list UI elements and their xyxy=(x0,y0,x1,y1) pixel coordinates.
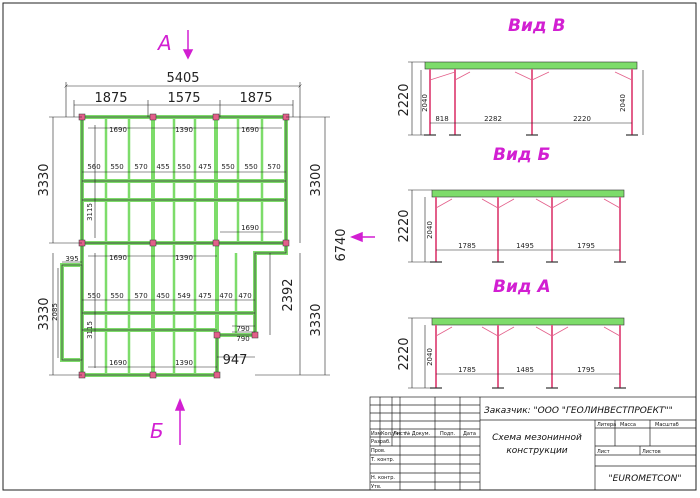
row-spacing: 475 xyxy=(198,292,211,300)
dim-bay-2: 1575 xyxy=(167,91,200,106)
row-spacing: 475 xyxy=(198,163,211,171)
view-b-span-2: 2282 xyxy=(484,115,502,123)
row-spacing: 550 xyxy=(177,163,190,171)
dim-top-sub-2: 1390 xyxy=(175,126,193,134)
row-spacing: 570 xyxy=(134,292,147,300)
row-spacing: 450 xyxy=(156,292,169,300)
view-v-height: 2220 xyxy=(397,209,412,242)
stage-header: Масштаб xyxy=(655,422,679,428)
arrow-bottom-icon xyxy=(174,397,186,445)
row-spacing: 550 xyxy=(110,163,123,171)
row-spacings-top: 560 550 570 455 550 475 550 550 570 xyxy=(87,163,280,171)
dim-overall-width: 5405 xyxy=(166,71,199,86)
dim-left-height: 3330 xyxy=(37,163,52,196)
view-v-span-1: 1785 xyxy=(458,242,476,250)
view-b-inner-right: 2040 xyxy=(619,94,627,112)
view-v: Вид Б 2220 2040 1785 1495 1795 xyxy=(397,145,626,263)
dim-notch-790-a: 790 xyxy=(236,325,249,333)
title-block-headers: Изм Кол.уч Лист № Докум. Подп. Дата Разр… xyxy=(370,422,679,490)
dim-right-3330: 3330 xyxy=(309,303,324,336)
view-b-height: 2220 xyxy=(397,83,412,116)
col-header: Подп. xyxy=(440,431,456,437)
row-label: Разраб. xyxy=(371,439,391,445)
view-b-title: Вид В xyxy=(508,16,565,36)
drawing-title-line2: конструкции xyxy=(506,446,567,456)
dim-left-inner-2: 3115 xyxy=(86,321,94,339)
dim-small-395: 395 xyxy=(65,255,78,263)
view-b-span-3: 2220 xyxy=(573,115,591,123)
row-spacing: 550 xyxy=(244,163,257,171)
row-label: Н. контр. xyxy=(371,475,395,481)
drawing-title-line1: Схема мезонинной xyxy=(492,433,582,443)
sheet-label: Листов xyxy=(642,449,661,455)
view-v-span-3: 1795 xyxy=(577,242,595,250)
col-header: Дата xyxy=(463,431,476,437)
row-label: Пров. xyxy=(371,448,386,454)
view-v-span-2: 1495 xyxy=(516,242,534,250)
col-header: Лист xyxy=(393,431,406,437)
dim-notch-790-b: 790 xyxy=(236,335,249,343)
stage-header: Масса xyxy=(620,422,636,428)
row-spacing: 550 xyxy=(87,292,100,300)
dim-bottom-sub-1: 1690 xyxy=(109,359,127,367)
dim-mid-sub-2: 1390 xyxy=(175,254,193,262)
dim-left-inner-1: 3115 xyxy=(86,203,94,221)
col-header: № Докум. xyxy=(405,431,431,437)
dim-right-6740: 6740 xyxy=(334,228,349,261)
stage-header: Литера xyxy=(597,422,616,428)
row-spacings-bottom: 550 550 570 450 549 475 470 470 xyxy=(87,292,251,300)
arrow-right-icon xyxy=(349,231,375,243)
dim-left-height-2: 3330 xyxy=(37,297,52,330)
view-a: Вид А 2220 2040 1785 1485 1795 xyxy=(397,277,626,389)
title-block xyxy=(369,396,697,491)
dim-top-sub-3: 1690 xyxy=(241,126,259,134)
dim-right-2392: 2392 xyxy=(281,278,296,311)
plan-view: 5405 1875 1575 1875 1690 1390 1690 560 5… xyxy=(37,30,375,445)
row-label: Т. контр. xyxy=(370,457,395,463)
arrow-top-icon xyxy=(182,30,194,60)
dim-notch-947: 947 xyxy=(223,353,248,368)
view-a-span-1: 1785 xyxy=(458,366,476,374)
sheet-border xyxy=(2,2,697,491)
dim-bay-1: 1875 xyxy=(94,91,127,106)
view-b: Вид В 2220 2040 2040 818 2282 2220 xyxy=(397,16,644,136)
col-header: Кол.уч xyxy=(381,431,398,437)
view-b-span-1: 818 xyxy=(435,115,448,123)
row-spacing: 560 xyxy=(87,163,100,171)
dim-mid-sub-1: 1690 xyxy=(109,254,127,262)
view-v-title: Вид Б xyxy=(493,145,551,165)
firm-name: "EUROMETCON" xyxy=(609,474,682,484)
row-spacing: 550 xyxy=(221,163,234,171)
customer-label: Заказчик: "ООО "ГЕОЛИНВЕСТПРОЕКТ"" xyxy=(484,406,673,416)
col-header: Изм xyxy=(371,431,381,437)
row-spacing: 470 xyxy=(219,292,232,300)
row-spacing: 470 xyxy=(238,292,251,300)
view-v-inner: 2040 xyxy=(426,221,434,239)
dim-right-sub: 1690 xyxy=(241,224,259,232)
view-a-span-2: 1485 xyxy=(516,366,534,374)
dim-right-3300: 3300 xyxy=(309,163,324,196)
row-spacing: 570 xyxy=(134,163,147,171)
view-a-span-3: 1795 xyxy=(577,366,595,374)
row-spacing: 549 xyxy=(177,292,190,300)
row-spacing: 550 xyxy=(110,292,123,300)
sheet-label: Лист xyxy=(597,449,610,455)
arrow-label-bottom: Б xyxy=(150,419,164,443)
view-a-height: 2220 xyxy=(397,337,412,370)
arrow-label-top: А xyxy=(156,31,172,55)
view-a-title: Вид А xyxy=(493,277,551,297)
dim-small-2085: 2085 xyxy=(51,303,59,321)
view-b-inner-left: 2040 xyxy=(421,94,429,112)
row-spacing: 455 xyxy=(156,163,169,171)
dim-bay-3: 1875 xyxy=(239,91,272,106)
dim-top-sub-1: 1690 xyxy=(109,126,127,134)
row-spacing: 570 xyxy=(267,163,280,171)
dim-bottom-sub-2: 1390 xyxy=(175,359,193,367)
view-a-inner: 2040 xyxy=(426,348,434,366)
row-label: Утв. xyxy=(371,484,382,490)
